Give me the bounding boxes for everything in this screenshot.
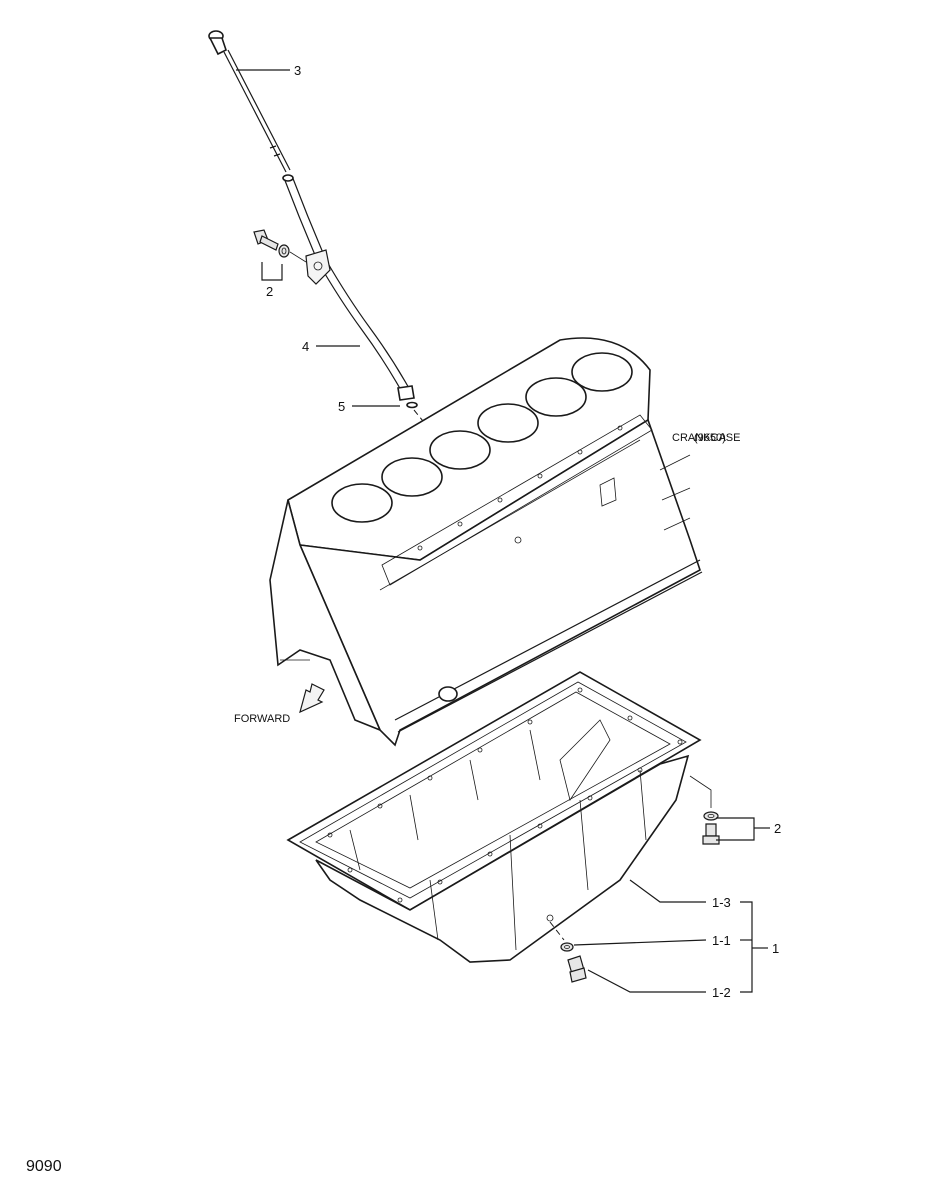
callout-drain-plug: 1-2 — [712, 985, 731, 1000]
drain-washer — [560, 942, 574, 952]
alignment-line-drain — [549, 921, 565, 941]
callout-bolt-lower: 2 — [774, 821, 781, 836]
callout-bolt-upper: 2 — [266, 284, 273, 299]
crankcase-label: CRANKCASE — [672, 432, 740, 444]
crankcase-overprint: (9650) — [694, 432, 726, 444]
oil-pan — [286, 671, 702, 963]
drain-plug — [567, 955, 587, 983]
forward-arrow — [299, 683, 325, 714]
o-ring — [406, 401, 418, 409]
leader-lines — [236, 69, 770, 993]
callout-dipstick: 3 — [294, 63, 301, 78]
callout-o-ring: 5 — [338, 399, 345, 414]
forward-label: FORWARD — [234, 713, 290, 725]
dipstick-guide-tube — [282, 174, 415, 401]
dipstick — [208, 30, 291, 173]
callout-oil-pan-assy: 1 — [772, 941, 779, 956]
engine-block — [269, 337, 703, 747]
callout-guide-tube: 4 — [302, 339, 309, 354]
callout-gasket: 1-3 — [712, 895, 731, 910]
lower-bolt-and-washer — [689, 775, 720, 845]
upper-bolt-and-washer — [253, 229, 307, 263]
page-number: 9090 — [26, 1158, 62, 1175]
callout-washer: 1-1 — [712, 933, 731, 948]
